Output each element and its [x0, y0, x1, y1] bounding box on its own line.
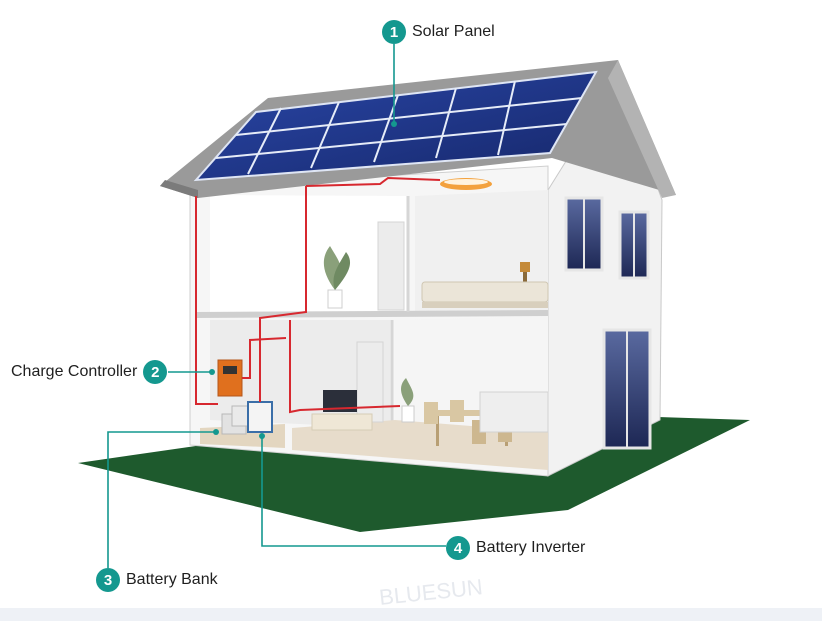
- table-lamp: [520, 262, 530, 272]
- callout-number-badge: 1: [382, 20, 406, 44]
- panel-row-line: [235, 97, 583, 136]
- dining-table-leg: [436, 416, 439, 446]
- wire-lower-circuit: [289, 320, 401, 414]
- callout-number-badge: 2: [143, 360, 168, 384]
- plant-leaves: [401, 378, 414, 406]
- callout-label: Charge Controller: [11, 363, 138, 380]
- inverter-unit: [247, 401, 273, 433]
- table-lamp-stand: [523, 272, 527, 282]
- panel-col-line: [310, 101, 340, 169]
- kitchen-counter: [479, 391, 549, 433]
- leader-dot: [213, 429, 219, 435]
- callout-number-badge: 4: [446, 536, 470, 560]
- ceiling-lamp-glow: [444, 179, 488, 185]
- callout-battery-inverter: 4 Battery Inverter: [446, 536, 585, 560]
- wire-lamp: [305, 176, 441, 187]
- sofa: [421, 281, 549, 303]
- callout-battery-bank: 3 Battery Bank: [96, 568, 218, 592]
- callout-solar-panel: 1 Solar Panel: [382, 20, 495, 44]
- roof-edge: [160, 180, 198, 198]
- callout-number-badge: 3: [96, 568, 120, 592]
- plant-pot: [327, 289, 343, 309]
- leader-line-battery-inverter: [261, 436, 446, 547]
- charge-controller-unit: [217, 359, 243, 397]
- sofa-base: [422, 302, 548, 308]
- footer-band: [0, 608, 822, 621]
- roof-gable-edge: [608, 60, 676, 198]
- lower-door: [356, 341, 384, 423]
- tv: [323, 390, 357, 412]
- callout-charge-controller: Charge Controller 2: [11, 360, 168, 384]
- charge-controller-display: [223, 366, 237, 374]
- callout-label: Solar Panel: [412, 23, 495, 40]
- panel-row-line: [215, 123, 568, 159]
- panel-col-line: [497, 80, 516, 156]
- leader-line-battery-bank: [107, 431, 216, 568]
- panel-col-line: [247, 107, 282, 175]
- watermark-text: BLUESUN: [378, 574, 484, 610]
- floor-slab: [195, 310, 549, 318]
- wire-upper-circuit: [259, 186, 307, 402]
- dining-chair: [424, 402, 438, 424]
- tv-cabinet: [311, 413, 373, 431]
- leader-dot: [209, 369, 215, 375]
- leader-dot: [259, 433, 265, 439]
- callout-label: Battery Inverter: [476, 539, 586, 556]
- upper-left-room: [210, 195, 408, 312]
- dining-table: [432, 410, 512, 416]
- wire-controller: [242, 337, 287, 379]
- plant-leaves: [333, 252, 351, 290]
- upper-door: [377, 221, 405, 311]
- callout-label: Battery Bank: [126, 571, 218, 588]
- dining-chair: [450, 400, 464, 422]
- plant-pot: [401, 405, 415, 423]
- wire-panel-to-storage: [195, 196, 218, 405]
- panel-col-line: [435, 87, 457, 159]
- leader-dot: [391, 121, 397, 127]
